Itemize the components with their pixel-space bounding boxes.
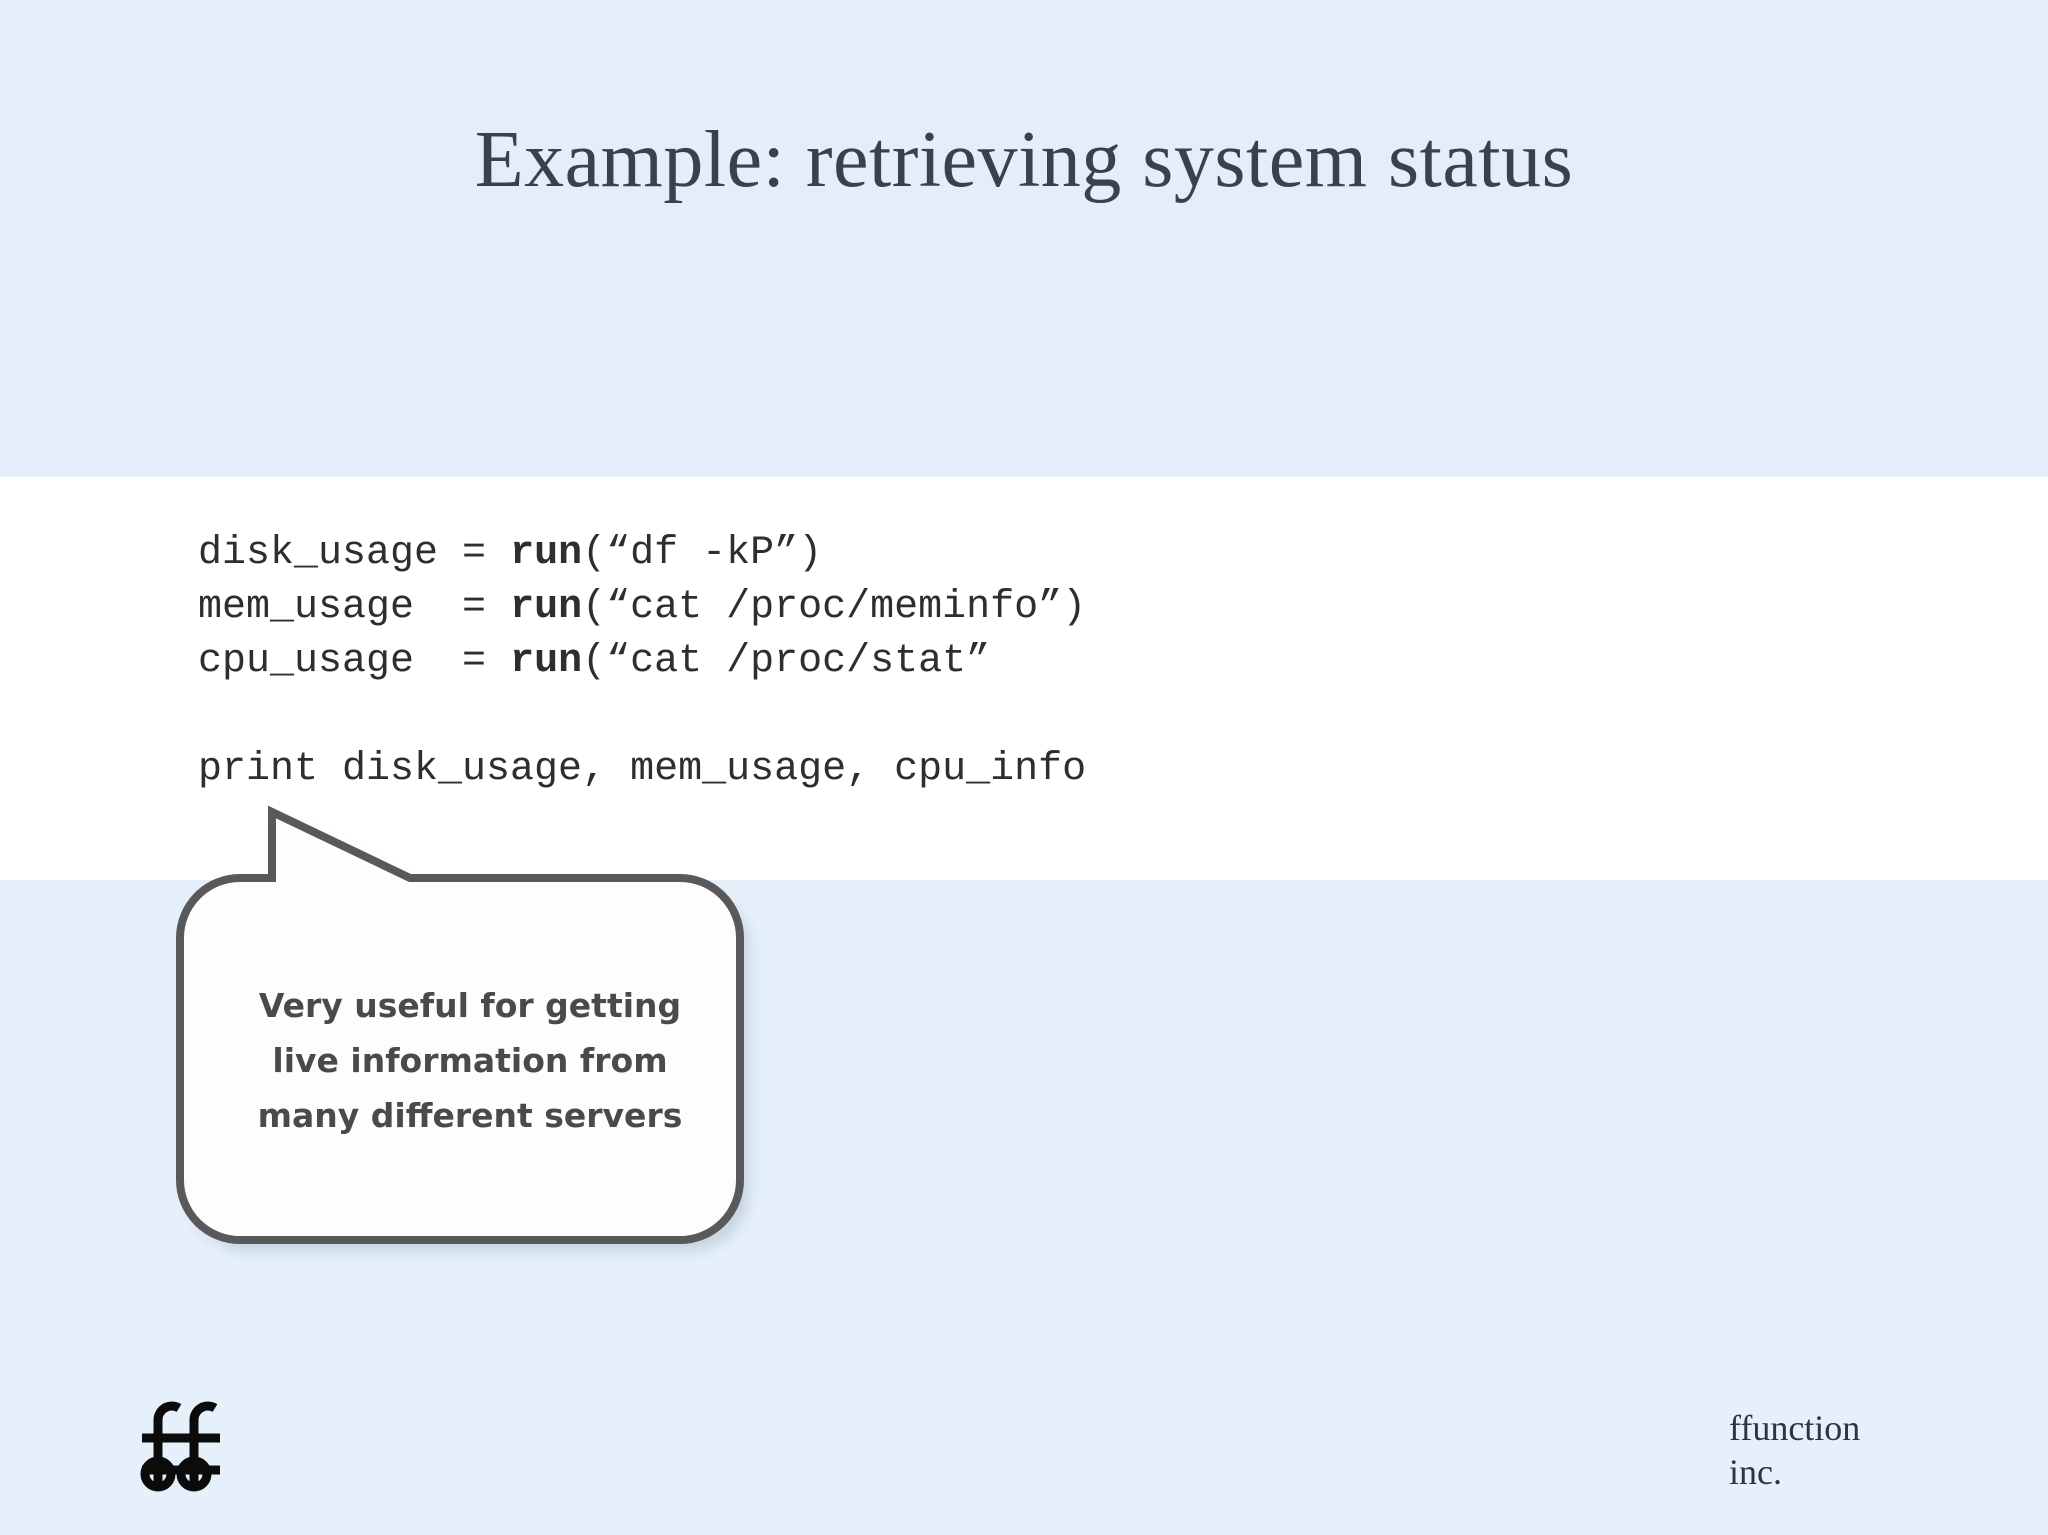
- page-title: Example: retrieving system status: [474, 116, 1574, 204]
- callout-text-line-3: many different servers: [257, 1096, 683, 1135]
- code-text: mem_usage =: [198, 585, 511, 630]
- ffunction-logo-icon: [140, 1401, 220, 1492]
- line-print: print disk_usage, mem_usage, cpu_info: [198, 743, 1086, 797]
- background-band-white: [0, 477, 2048, 880]
- code-text: disk_usage =: [198, 531, 511, 576]
- footer-brand-line-1: ffunction: [1729, 1408, 1861, 1448]
- background-band-top: [0, 0, 2048, 477]
- code-keyword: run: [510, 639, 583, 684]
- code-block: disk_usage = run(“df -kP”)mem_usage = ru…: [198, 527, 1086, 797]
- code-text: (“df -kP”): [582, 531, 823, 576]
- callout-text-line-1: Very useful for getting: [258, 986, 682, 1025]
- code-text: print disk_usage, mem_usage, cpu_info: [198, 747, 1087, 792]
- code-keyword: run: [510, 585, 583, 630]
- line-mem-usage: mem_usage = run(“cat /proc/meminfo”): [198, 581, 1086, 635]
- footer-brand-line-2: inc.: [1729, 1452, 1782, 1492]
- code-text: (“cat /proc/meminfo”): [582, 585, 1087, 630]
- code-text: (“cat /proc/stat”: [582, 639, 991, 684]
- code-text: cpu_usage =: [198, 639, 511, 684]
- line-blank: [198, 689, 1086, 743]
- line-cpu-usage: cpu_usage = run(“cat /proc/stat”: [198, 635, 1086, 689]
- line-disk-usage: disk_usage = run(“df -kP”): [198, 527, 1086, 581]
- speech-bubble-shape: [176, 805, 744, 1244]
- code-keyword: run: [510, 531, 583, 576]
- callout-text: Very useful for getting live information …: [190, 978, 750, 1143]
- callout-text-line-2: live information from: [272, 1041, 668, 1080]
- callout-bubble: Very useful for getting live information …: [160, 795, 780, 1275]
